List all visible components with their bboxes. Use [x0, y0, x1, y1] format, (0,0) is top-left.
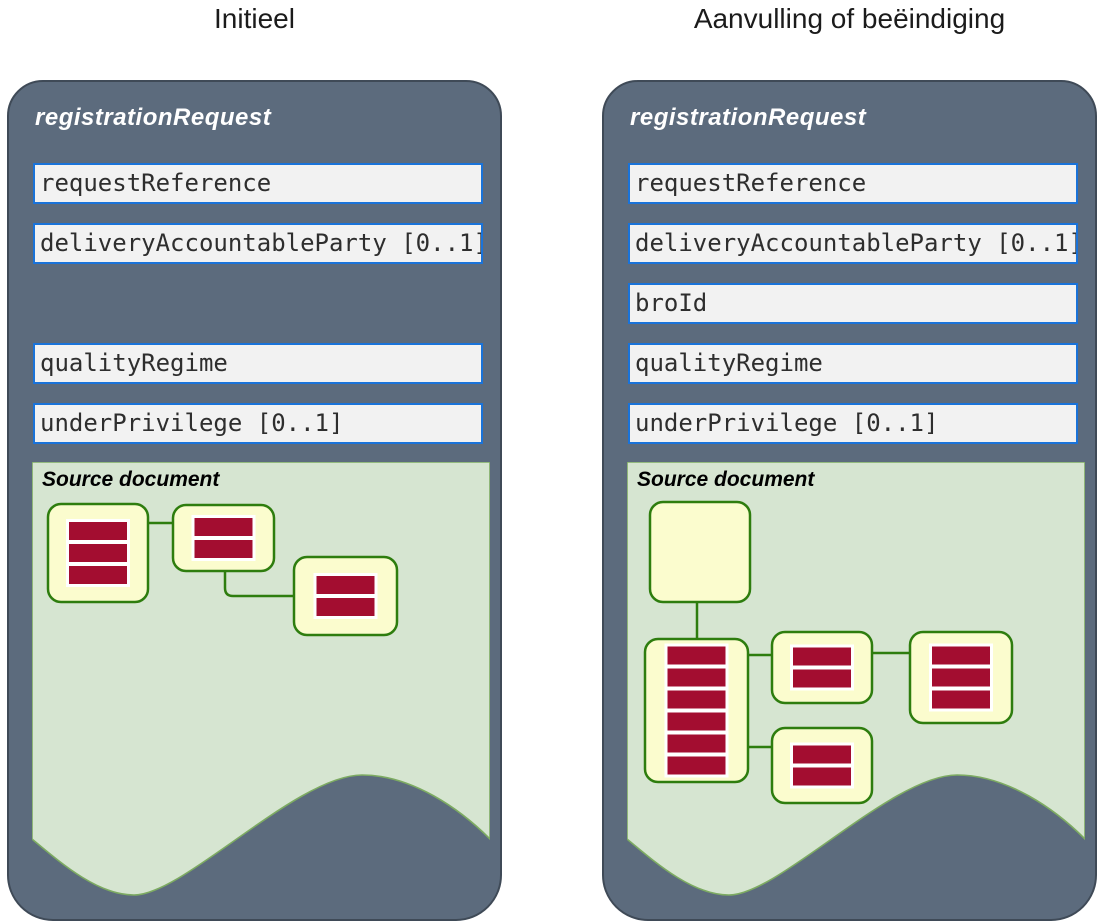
document-text-bar	[194, 518, 253, 536]
field-box: underPrivilege [0..1]	[628, 403, 1078, 444]
document-text-bar	[667, 734, 726, 753]
field-label: qualityRegime	[635, 349, 823, 377]
field-box: qualityRegime	[628, 343, 1078, 384]
left-panel-title: Initieel	[214, 3, 295, 34]
document-text-bar	[793, 767, 851, 786]
field-box: underPrivilege [0..1]	[33, 403, 483, 444]
document-node	[648, 500, 752, 604]
field-label: deliveryAccountableParty [0..1]	[635, 229, 1078, 257]
field-label: underPrivilege [0..1]	[635, 409, 939, 437]
field-box: requestReference	[628, 163, 1078, 204]
document-text-bar	[69, 566, 127, 584]
right-panel-title: Aanvulling of beëindiging	[693, 3, 1006, 34]
document-text-bar	[194, 540, 253, 558]
field-label: requestReference	[635, 169, 867, 197]
field-box: deliveryAccountableParty [0..1]	[628, 223, 1078, 264]
document-text-bar	[667, 668, 726, 687]
field-label: deliveryAccountableParty [0..1]	[40, 229, 483, 257]
field-label: underPrivilege [0..1]	[40, 409, 344, 437]
field-label: broId	[635, 289, 708, 317]
panel-header: registrationRequest	[630, 104, 867, 131]
document-text-bar	[316, 576, 375, 594]
document-text-bar	[932, 690, 990, 709]
source-document-title: Source document	[637, 468, 815, 491]
document-text-bar	[793, 647, 851, 666]
source-document-area	[32, 462, 490, 896]
document-node-paper	[664, 643, 729, 778]
registration-request-panel-supplement: registrationRequest requestReference deli…	[602, 80, 1097, 921]
document-text-bar	[667, 690, 726, 709]
document-text-bar	[316, 598, 375, 616]
field-box: qualityRegime	[33, 343, 483, 384]
field-box: deliveryAccountableParty [0..1]	[33, 223, 483, 264]
document-text-bar	[793, 669, 851, 688]
connector-line	[223, 571, 294, 598]
field-box: broId	[628, 283, 1078, 324]
field-label: qualityRegime	[40, 349, 228, 377]
document-text-bar	[793, 745, 851, 764]
registration-request-panel-initial: registrationRequest requestReference deli…	[7, 80, 502, 921]
panel-header: registrationRequest	[35, 104, 272, 131]
document-text-bar	[667, 646, 726, 665]
source-document-area	[627, 462, 1085, 896]
document-text-bar	[667, 756, 726, 775]
document-text-bar	[667, 712, 726, 731]
document-text-bar	[69, 522, 127, 540]
document-text-bar	[932, 668, 990, 687]
field-box: requestReference	[33, 163, 483, 204]
source-document-title: Source document	[42, 468, 220, 491]
field-label: requestReference	[40, 169, 272, 197]
document-text-bar	[932, 646, 990, 665]
document-text-bar	[69, 544, 127, 562]
